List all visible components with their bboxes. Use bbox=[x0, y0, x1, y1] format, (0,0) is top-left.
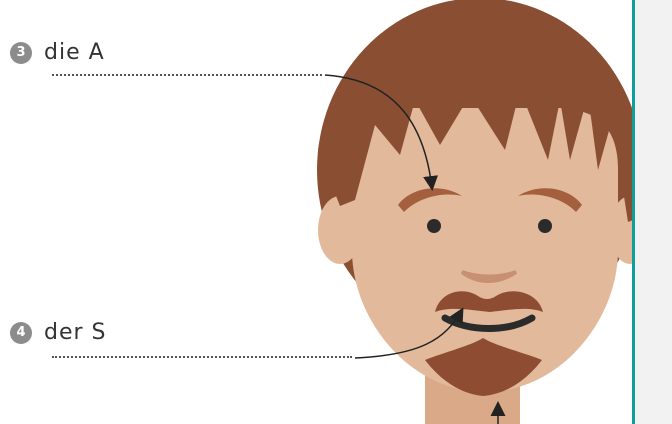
answer-line-3[interactable] bbox=[52, 74, 322, 76]
label-text: die A bbox=[44, 40, 105, 65]
side-panel bbox=[632, 0, 672, 424]
right-eye bbox=[538, 219, 552, 233]
number-badge: 4 bbox=[10, 322, 32, 344]
answer-line-4[interactable] bbox=[52, 356, 352, 358]
label-row-3: 3 die A bbox=[10, 40, 105, 65]
left-eye bbox=[427, 219, 441, 233]
label-row-4: 4 der S bbox=[10, 320, 107, 345]
label-text: der S bbox=[44, 320, 107, 345]
number-badge: 3 bbox=[10, 42, 32, 64]
